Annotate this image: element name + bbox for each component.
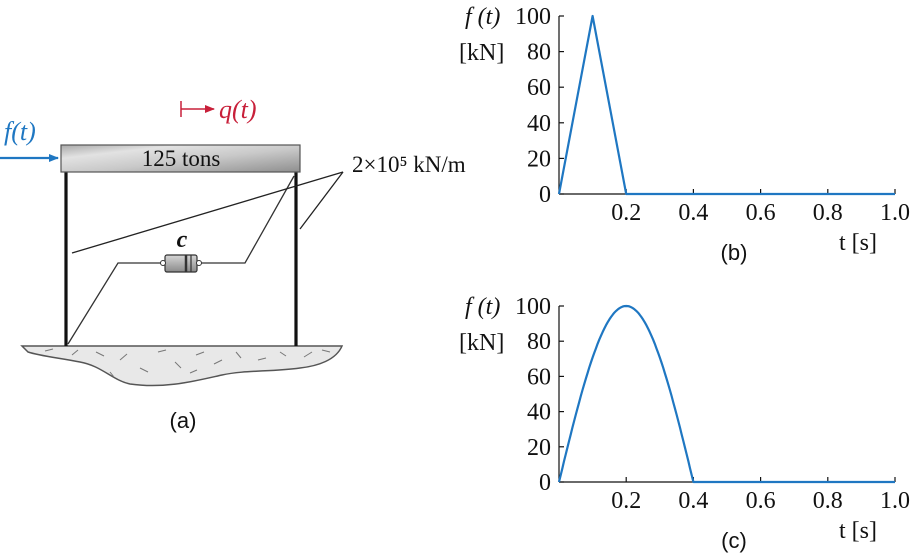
displacement-label: q(t) [219, 95, 257, 124]
y-tick-label: 20 [527, 435, 551, 461]
caption-a: (a) [170, 408, 197, 433]
y-tick-label: 0 [539, 182, 551, 208]
y-tick-label: 60 [527, 364, 551, 390]
y-tick-label: 80 [527, 40, 551, 66]
x-axis-label: t [s] [839, 230, 877, 256]
force-label: f(t) [4, 117, 36, 146]
x-axis-label: t [s] [839, 518, 877, 544]
x-tick-label: 0.2 [611, 200, 641, 226]
x-tick-label: 1.0 [880, 488, 910, 514]
y-axis-unit: [kN] [459, 40, 504, 66]
series-line [557, 304, 895, 484]
y-tick-label: 80 [527, 329, 551, 355]
x-tick-label: 0.6 [746, 488, 776, 514]
y-tick-label: 40 [527, 400, 551, 426]
y-axis-label: f (t) [465, 294, 500, 320]
chart-caption: (b) [721, 240, 748, 265]
ground-hatching [44, 348, 331, 378]
y-axis-unit: [kN] [459, 330, 504, 356]
chart-c: 0 20 40 60 80 100 0.2 0.4 0.6 0.8 1.0 f (t) [kN] t [s… [459, 294, 910, 553]
stiffness-leader-1 [71, 171, 344, 254]
damper-right-link [197, 175, 295, 264]
series-line [557, 14, 895, 196]
damper-left-link [67, 262, 165, 345]
x-tick-label: 0.8 [813, 488, 843, 514]
y-axis-label: f (t) [465, 4, 500, 30]
chart-caption: (c) [721, 528, 747, 553]
x-tick-label: 0.4 [678, 488, 708, 514]
mass-beam [60, 144, 301, 173]
x-tick-label: 0.8 [813, 200, 843, 226]
x-tick-label: 0.4 [678, 200, 708, 226]
ground [20, 345, 344, 387]
x-tick-label: 1.0 [880, 200, 910, 226]
y-tick-label: 20 [527, 146, 551, 172]
damper-label: c [177, 227, 188, 253]
y-tick-label: 0 [539, 470, 551, 496]
x-tick-label: 0.2 [611, 488, 641, 514]
x-tick-label: 0.6 [746, 200, 776, 226]
stiffness-label: 2×10⁵ kN/m [352, 152, 466, 177]
y-tick-label: 60 [527, 75, 551, 101]
chart-b: 0 20 40 60 80 100 0.2 0.4 0.6 0.8 1.0 f (t) [kN] t [s… [459, 4, 910, 265]
frame-diagram: c 125 tons 2×10⁵ kN/m f(t) q(t) (a) [0, 95, 466, 433]
stiffness-leader-2 [299, 171, 344, 230]
y-tick-label: 40 [527, 111, 551, 137]
y-tick-label: 100 [515, 294, 551, 320]
y-tick-label: 100 [515, 4, 551, 30]
damper [160, 254, 202, 273]
mass-label: 125 tons [142, 146, 221, 171]
